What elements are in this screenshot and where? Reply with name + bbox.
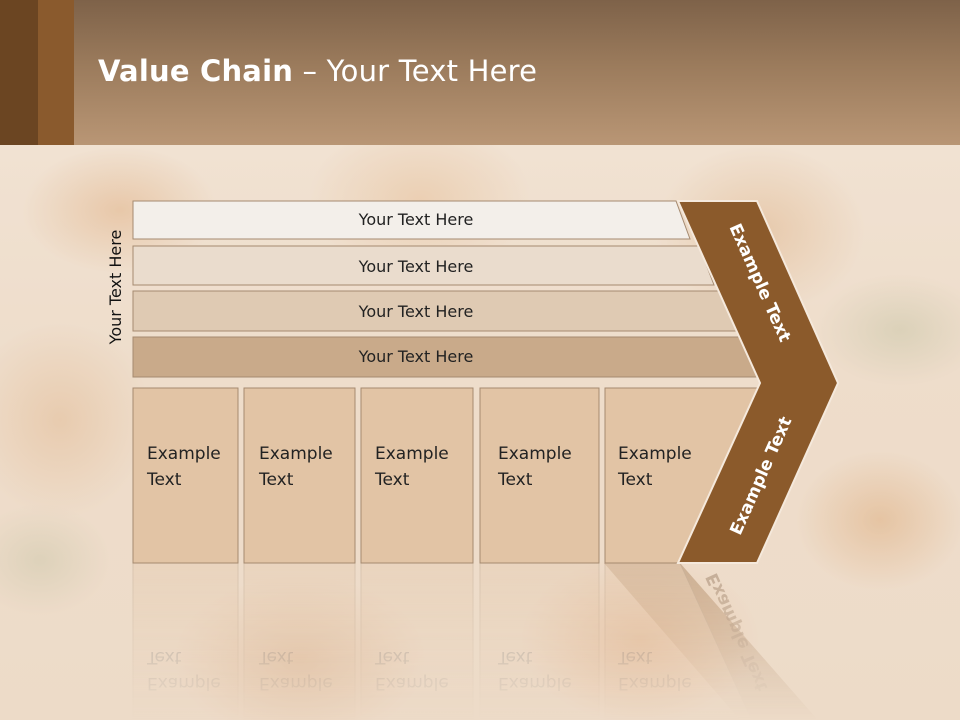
bar-4-label: Your Text Here [358, 347, 474, 366]
slide-title[interactable]: Value Chain – Your Text Here [98, 54, 537, 88]
header-accent-mid [38, 0, 74, 145]
bar-2-label: Your Text Here [358, 257, 474, 276]
reflection-box-1 [132, 562, 239, 720]
title-rest: – Your Text Here [293, 54, 538, 88]
reflection-box-5-line2: Text [617, 647, 653, 667]
box-4[interactable] [479, 387, 600, 564]
reflection-box-4 [479, 562, 600, 720]
reflection-box-2-line1: Example [259, 673, 333, 693]
box-2[interactable] [243, 387, 356, 564]
box-3[interactable] [360, 387, 474, 564]
box-5-line1: Example [618, 444, 692, 464]
reflection-box-1-line2: Text [146, 647, 182, 667]
box-1-line2: Text [146, 470, 182, 490]
box-5-line2: Text [617, 470, 653, 490]
header-band: Value Chain – Your Text Here [0, 0, 960, 145]
box-1-line1: Example [147, 444, 221, 464]
reflection-box-3-line1: Example [375, 673, 449, 693]
chevron-arrow[interactable] [676, 200, 840, 564]
bar-1[interactable] [132, 200, 691, 240]
reflection-box-5-line1: Example [618, 673, 692, 693]
box-4-line2: Text [497, 470, 533, 490]
reflection-box-2-line2: Text [258, 647, 294, 667]
reflection-box-4-line2: Text [497, 647, 533, 667]
reflection-box-1-line1: Example [147, 673, 221, 693]
title-bold: Value Chain [98, 54, 294, 88]
box-3-line1: Example [375, 444, 449, 464]
reflection-box-4-line1: Example [498, 673, 572, 693]
box-1[interactable] [132, 387, 239, 564]
bar-1-label: Your Text Here [358, 210, 474, 229]
bar-3-label: Your Text Here [358, 302, 474, 321]
box-2-line1: Example [259, 444, 333, 464]
reflection-box-3 [360, 562, 474, 720]
header-accent-dark [0, 0, 38, 145]
reflection-box-2 [243, 562, 356, 720]
box-2-line2: Text [258, 470, 294, 490]
reflection-box-3-line2: Text [374, 647, 410, 667]
box-4-line1: Example [498, 444, 572, 464]
box-3-line2: Text [374, 470, 410, 490]
bar-2[interactable] [132, 245, 715, 286]
